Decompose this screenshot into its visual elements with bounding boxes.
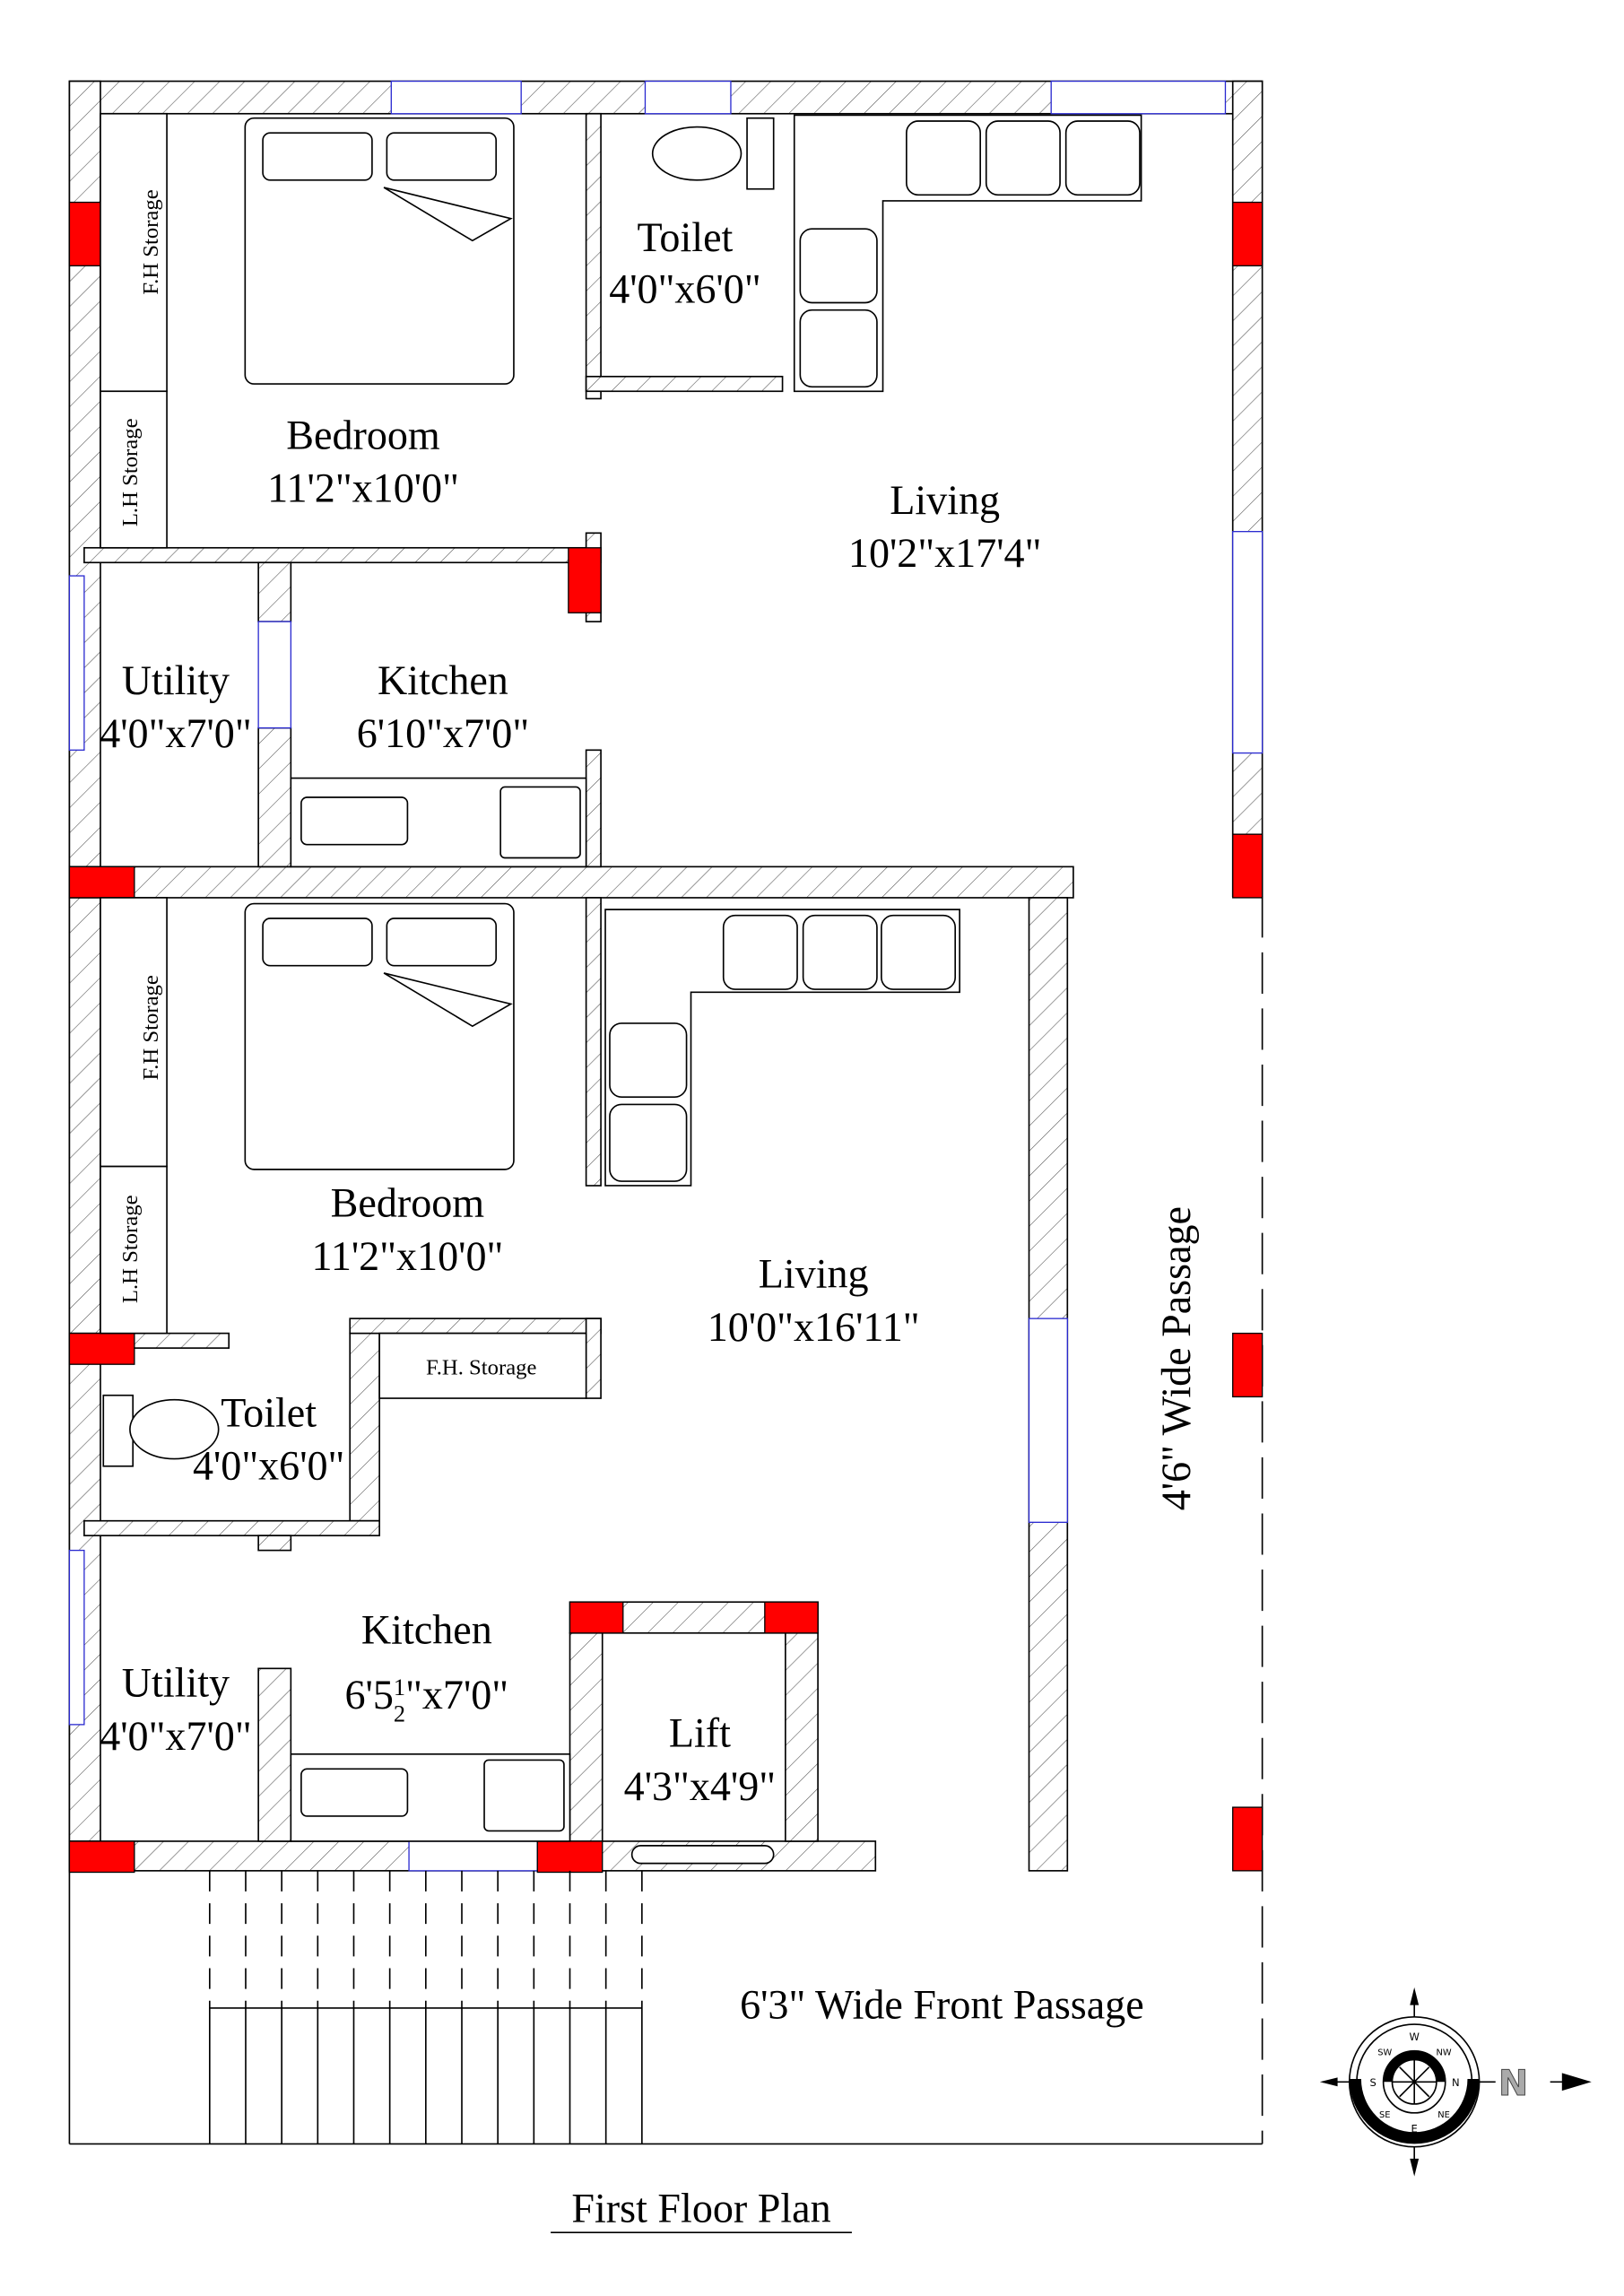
plan-title: First Floor Plan: [571, 2186, 830, 2231]
bedroom-lower-size: 11'2"x10'0": [312, 1233, 504, 1279]
sofa-lower: [604, 909, 960, 1187]
kitchen-upper-name: Kitchen: [378, 657, 508, 703]
counter-upper: [290, 777, 587, 868]
lift-size: 4'3"x4'9": [624, 1763, 776, 1809]
compass-w: W: [1409, 2031, 1420, 2043]
labels: Bedroom 11'2"x10'0" Toilet 4'0"x6'0" Liv…: [100, 189, 1199, 2234]
fh-storage-box-label: F.H. Storage: [426, 1356, 537, 1380]
kitchen-upper-size: 6'10"x7'0": [357, 710, 529, 756]
living-lower-name: Living: [759, 1251, 869, 1297]
fh-storage-upper: [100, 112, 168, 393]
wc-lower: [102, 1394, 220, 1467]
wc-upper: [651, 117, 775, 190]
compass-icon: W N E S NW NE SE SW N: [1319, 1987, 1592, 2177]
toilet-upper-name: Toilet: [638, 214, 734, 260]
windows: [68, 80, 1264, 1872]
bed-upper: [244, 117, 515, 385]
counter-lower: [290, 1752, 571, 1842]
bedroom-lower-name: Bedroom: [331, 1180, 485, 1226]
side-passage-label: 4'6" Wide Passage: [1153, 1206, 1199, 1510]
utility-upper-size: 4'0"x7'0": [100, 710, 251, 756]
toilet-upper-size: 4'0"x6'0": [609, 265, 760, 311]
sofa-upper: [793, 114, 1142, 393]
utility-lower-name: Utility: [122, 1660, 230, 1706]
utility-upper-name: Utility: [122, 657, 230, 703]
living-upper-size: 10'2"x17'4": [848, 530, 1042, 576]
north-arrow-icon: [1561, 2073, 1592, 2092]
compass-sw: SW: [1377, 2048, 1392, 2058]
toilet-lower-size: 4'0"x6'0": [193, 1443, 344, 1489]
fh-storage-upper-label: F.H Storage: [139, 189, 163, 294]
compass-ne: NE: [1437, 2110, 1450, 2120]
utility-lower-size: 4'0"x7'0": [100, 1713, 251, 1759]
front-passage-label: 6'3" Wide Front Passage: [740, 1981, 1144, 2027]
lh-storage-upper-label: L.H Storage: [118, 418, 143, 526]
lh-storage-lower: [100, 1165, 168, 1335]
columns: [68, 201, 1264, 1874]
lh-storage-lower-label: L.H Storage: [118, 1195, 143, 1303]
compass-s: S: [1369, 2076, 1376, 2089]
toilet-lower-name: Toilet: [221, 1389, 317, 1435]
lift-door: [630, 1845, 775, 1865]
living-lower-size: 10'0"x16'11": [708, 1304, 920, 1350]
fh-storage-lower: [100, 897, 168, 1168]
north-label: N: [1498, 2063, 1528, 2104]
compass-e: E: [1411, 2122, 1418, 2135]
compass-nw: NW: [1437, 2048, 1452, 2058]
lh-storage-upper: [100, 390, 168, 549]
fh-storage-lower-label: F.H Storage: [139, 975, 163, 1080]
lift-name: Lift: [669, 1710, 731, 1756]
bed-lower: [244, 902, 515, 1170]
compass-se: SE: [1379, 2110, 1391, 2120]
kitchen-lower-name: Kitchen: [361, 1606, 492, 1652]
living-upper-name: Living: [890, 477, 1000, 523]
bedroom-upper-name: Bedroom: [286, 412, 440, 457]
fh-storage-box: [378, 1332, 587, 1399]
staircase: [208, 1870, 643, 2144]
compass-n: N: [1452, 2076, 1460, 2089]
bedroom-upper-size: 11'2"x10'0": [267, 465, 459, 511]
